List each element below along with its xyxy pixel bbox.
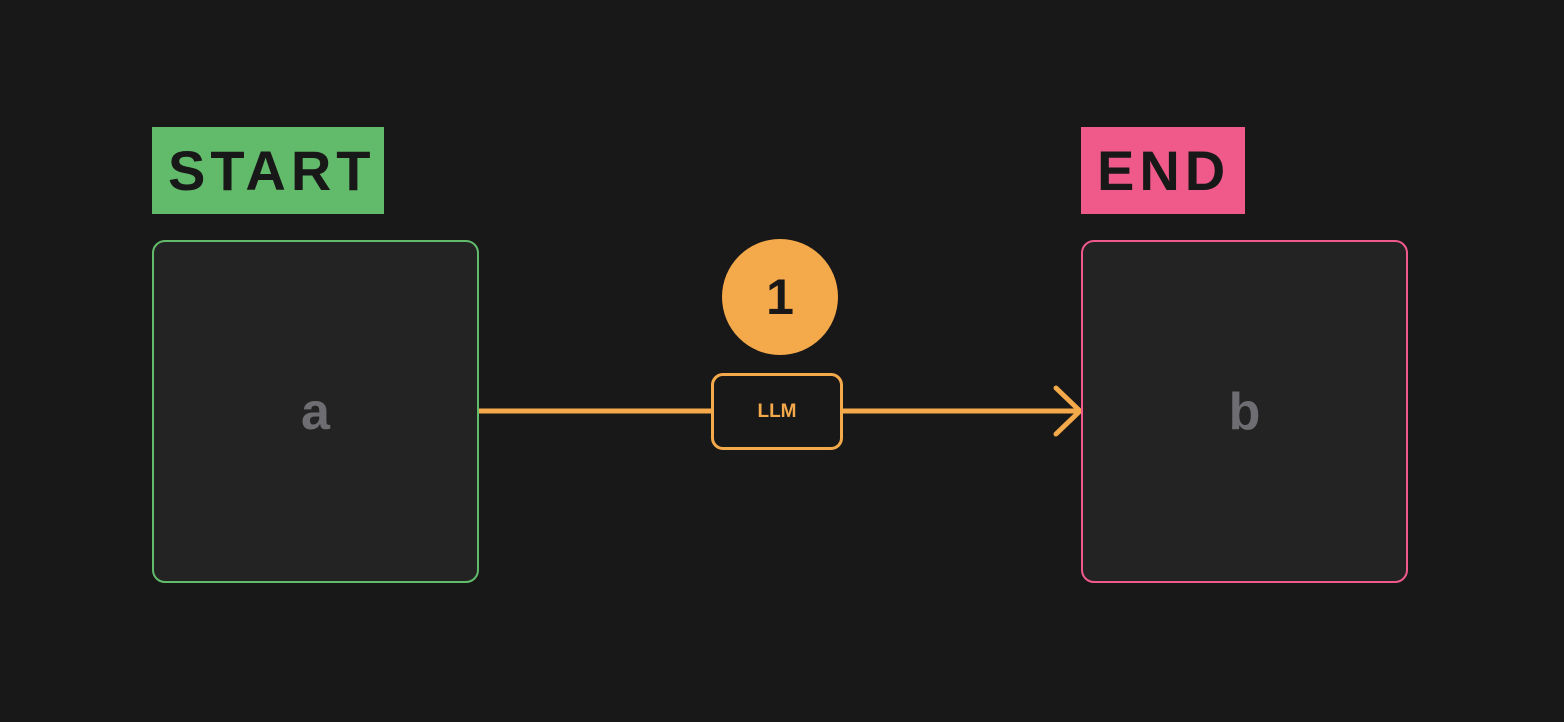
end-tag: END: [1081, 127, 1245, 214]
edge-label-llm[interactable]: LLM: [711, 373, 843, 450]
arrowhead-icon: [1053, 385, 1083, 437]
node-b-label: b: [1228, 382, 1261, 441]
start-tag: START: [152, 127, 384, 214]
step-badge: 1: [722, 239, 838, 355]
node-b[interactable]: b: [1081, 240, 1408, 583]
node-a-label: a: [301, 382, 330, 441]
node-a[interactable]: a: [152, 240, 479, 583]
